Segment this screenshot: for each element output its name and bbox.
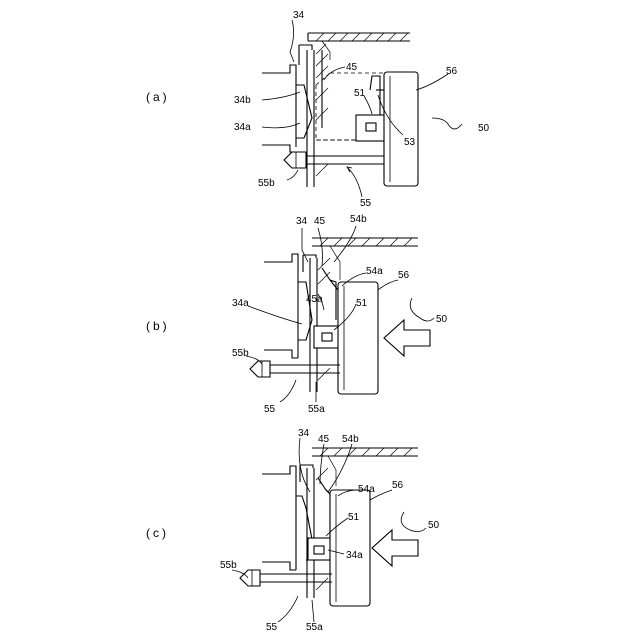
panel-c: (c) xyxy=(146,428,440,633)
panel-c-frame xyxy=(300,465,328,598)
panel-b-label-51: 51 xyxy=(356,298,368,309)
panel-b-label-45a: 45a xyxy=(306,294,323,305)
panel-b-part-51 xyxy=(314,326,340,348)
panel-a-label-34b: 34b xyxy=(234,95,251,106)
panel-b-label: (b) xyxy=(146,319,170,333)
panel-c-label-45: 45 xyxy=(318,434,330,445)
panel-b-frame xyxy=(303,255,330,392)
panel-a-label-34a: 34a xyxy=(234,122,251,133)
panel-c-label-34: 34 xyxy=(298,428,310,439)
panel-c-label-54a: 54a xyxy=(358,484,375,495)
panel-b: (b) xyxy=(146,214,448,415)
panel-c-push-arrow xyxy=(372,530,418,566)
panel-b-rod-55 xyxy=(250,361,340,377)
panel-a-label-55: 55 xyxy=(360,198,372,209)
panel-a-label-50: 50 xyxy=(478,123,490,134)
panel-a-label-53: 53 xyxy=(404,137,416,148)
panel-b-push-arrow xyxy=(384,320,430,356)
panel-b-label-34: 34 xyxy=(296,216,308,227)
panel-b-label-55: 55 xyxy=(264,404,276,415)
panel-b-member-34 xyxy=(264,254,312,358)
panel-b-label-55a: 55a xyxy=(308,404,325,415)
panel-c-label-56: 56 xyxy=(392,480,404,491)
panel-a-label-56: 56 xyxy=(446,66,458,77)
panel-b-label-55b: 55b xyxy=(232,348,249,359)
panel-b-label-54a: 54a xyxy=(366,266,383,277)
panel-b-label-56: 56 xyxy=(398,270,410,281)
panel-b-label-34a: 34a xyxy=(232,298,249,309)
panel-a: (a) xyxy=(146,10,490,209)
panel-a-leaders xyxy=(262,20,462,197)
panel-c-label: (c) xyxy=(146,526,169,540)
panel-a-plate-56 xyxy=(384,72,418,186)
panel-c-leaders xyxy=(232,438,426,622)
panel-c-label-34a: 34a xyxy=(346,550,363,561)
panel-c-label-55a: 55a xyxy=(306,622,323,633)
panel-a-label-55b: 55b xyxy=(258,178,275,189)
panel-c-plate-56 xyxy=(330,490,370,606)
panel-c-label-54b: 54b xyxy=(342,434,359,445)
panel-b-label-45: 45 xyxy=(314,216,326,227)
panel-a-label: (a) xyxy=(146,90,170,104)
panel-a-member-34 xyxy=(262,65,312,152)
panel-c-label-51: 51 xyxy=(348,512,360,523)
panel-b-label-50: 50 xyxy=(436,314,448,325)
panel-c-label-55b: 55b xyxy=(220,560,237,571)
panel-a-rod-55 xyxy=(284,152,384,168)
panel-a-label-51: 51 xyxy=(354,88,366,99)
panel-b-label-54b: 54b xyxy=(350,214,367,225)
panel-a-label-45: 45 xyxy=(346,62,358,73)
panel-a-label-34: 34 xyxy=(293,10,305,21)
panel-c-rod-55 xyxy=(240,570,332,586)
panel-a-part-51 xyxy=(356,76,386,141)
panel-c-label-55: 55 xyxy=(266,622,278,633)
panel-c-label-50: 50 xyxy=(428,520,440,531)
